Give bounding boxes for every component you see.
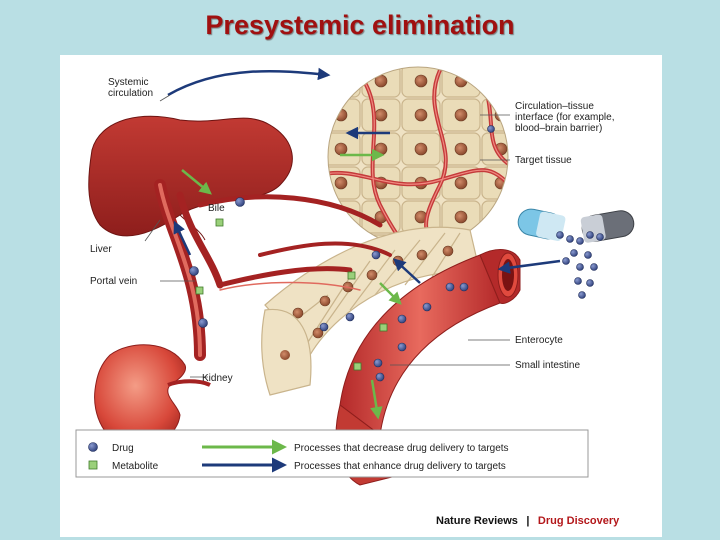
label-bile: Bile [208,203,225,214]
enterocyte-layer-lower [261,308,312,396]
legend-metabolite-symbol [88,460,98,470]
enhance-arrows [167,67,561,284]
credit-separator: | [526,515,529,527]
legend-enhance-label: Processes that enhance drug delivery to … [294,461,506,472]
presystemic-diagram: Systemic circulation Circulation–tissue … [75,66,635,528]
drug-particles [189,125,604,382]
legend-decrease-label: Processes that decrease drug delivery to… [294,443,509,454]
label-leader-lines [144,94,510,378]
legend-metabolite-label: Metabolite [112,461,159,472]
label-small-intestine: Small intestine [515,360,580,371]
figure-panel: Systemic circulation Circulation–tissue … [60,55,662,537]
label-enterocyte: Enterocyte [515,335,563,346]
kidney [94,344,211,448]
slide-title: Presystemic elimination [205,10,515,40]
capsules [517,208,635,243]
label-portal-vein: Portal vein [90,276,137,287]
journal-credit: Nature Reviews | Drug Discovery [436,511,620,528]
credit-journal: Nature Reviews [436,515,518,527]
metabolite-particles [195,218,388,371]
enterocyte-layer [264,226,481,357]
label-systemic-line1: Systemic [108,77,149,88]
label-interface-line1: Circulation–tissue [515,101,594,112]
label-target-tissue: Target tissue [515,155,572,166]
label-liver: Liver [90,244,112,255]
legend-drug-symbol [88,442,98,452]
label-interface-line3: blood–brain barrier) [515,123,602,134]
legend-drug-label: Drug [112,443,134,454]
decrease-arrows [181,148,402,420]
label-interface-line2: interface (for example, [515,112,615,123]
credit-section: Drug Discovery [538,515,620,527]
label-systemic-line2: circulation [108,88,153,99]
label-kidney: Kidney [202,373,233,384]
legend: Drug Metabolite Processes that decrease … [75,429,589,478]
portal-vein [154,179,392,361]
